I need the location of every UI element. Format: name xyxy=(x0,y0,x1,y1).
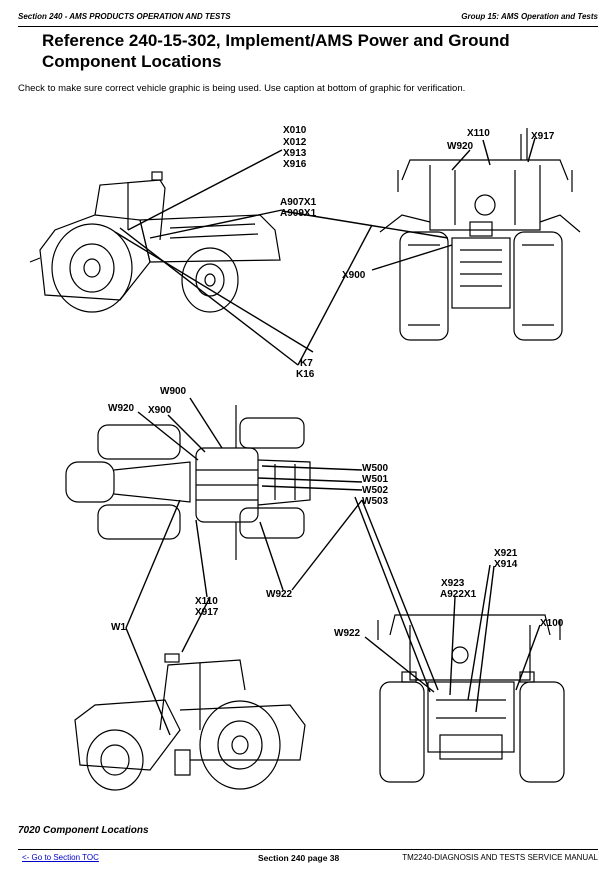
label-w503: W503 xyxy=(362,496,389,507)
label-x917-top: X917 xyxy=(531,131,555,142)
label-x110-mid: X110 xyxy=(195,596,218,607)
header-divider xyxy=(18,26,598,27)
label-w920-mid: W920 xyxy=(108,403,135,414)
tractor-side-view-top xyxy=(29,171,281,313)
label-x900-top: X900 xyxy=(342,270,366,281)
label-w900: W900 xyxy=(160,386,187,397)
page-title: Reference 240-15-302, Implement/AMS Powe… xyxy=(42,31,510,71)
figure-caption: 7020 Component Locations xyxy=(18,825,149,836)
section-toc-link[interactable]: <- Go to Section TOC xyxy=(22,853,99,862)
intro-text: Check to make sure correct vehicle graph… xyxy=(18,83,466,94)
label-w502: W502 xyxy=(362,485,389,496)
label-a907x1: A907X1 xyxy=(280,197,317,208)
footer-manual-title: TM2240-DIAGNOSIS AND TESTS SERVICE MANUA… xyxy=(402,853,598,862)
label-k16: K16 xyxy=(296,369,315,380)
label-x923: X923 xyxy=(441,578,465,589)
label-a922x1: A922X1 xyxy=(440,589,477,600)
tractor-top-view xyxy=(65,405,311,560)
label-x010: X010 xyxy=(283,125,307,136)
tractor-rear-view-bottom xyxy=(377,614,565,783)
label-x110-top: X110 xyxy=(467,128,490,139)
label-k7: K7 xyxy=(300,358,313,369)
label-x100: X100 xyxy=(540,618,564,629)
label-w501: W501 xyxy=(362,474,389,485)
label-x917-mid: X917 xyxy=(195,607,219,618)
header-group: Group 15: AMS Operation and Tests xyxy=(461,12,598,21)
label-w1: W1 xyxy=(111,622,126,633)
label-x012: X012 xyxy=(283,137,307,148)
page-header: Section 240 - AMS PRODUCTS OPERATION AND… xyxy=(18,4,598,24)
label-w920-top: W920 xyxy=(447,141,474,152)
label-w500: W500 xyxy=(362,463,389,474)
footer-page-number: Section 240 page 38 xyxy=(258,853,340,863)
tractor-rear-view-top xyxy=(379,128,581,341)
label-w922-rear: W922 xyxy=(334,628,361,639)
label-x921: X921 xyxy=(494,548,518,559)
label-x900-mid: X900 xyxy=(148,405,172,416)
header-section: Section 240 - AMS PRODUCTS OPERATION AND… xyxy=(18,12,231,21)
footer-divider xyxy=(18,849,598,850)
label-a909x1: A909X1 xyxy=(280,208,317,219)
label-x913: X913 xyxy=(283,148,307,159)
leader-lines xyxy=(114,137,541,736)
label-x916: X916 xyxy=(283,159,307,170)
tractor-side-view-bottom xyxy=(74,653,306,791)
label-w922-mid: W922 xyxy=(266,589,293,600)
label-x914: X914 xyxy=(494,559,518,570)
callout-labels: X010 X012 X913 X916 A907X1 A909X1 K7 K16… xyxy=(108,125,564,639)
